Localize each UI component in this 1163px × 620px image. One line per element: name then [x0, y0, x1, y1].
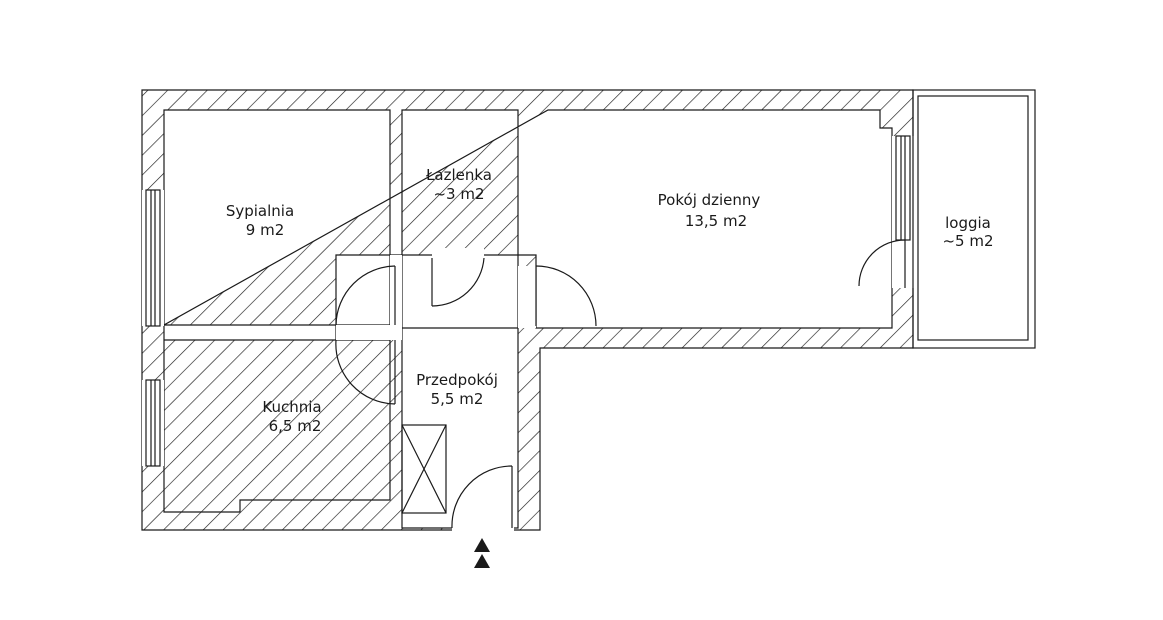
- room-area-lazienka: ~3 m2: [433, 185, 484, 203]
- room-area-loggia: ~5 m2: [942, 232, 993, 250]
- room-area-kuchnia: 6,5 m2: [269, 417, 322, 435]
- loggia-outline: [912, 89, 1036, 349]
- room-name-lazienka: Łazlenka: [425, 166, 492, 184]
- openings: [142, 136, 914, 532]
- room-name-przedpokoj: Przedpokój: [416, 371, 498, 389]
- double-triangle-entrance-arrow-icon: [474, 538, 490, 568]
- room-name-sypialnia: Sypialnia: [226, 202, 294, 220]
- ventilation-shaft: [401, 424, 447, 514]
- windows: [145, 135, 911, 467]
- room-name-loggia: loggia: [945, 214, 991, 232]
- room-area-sypialnia: 9 m2: [246, 221, 284, 239]
- room-name-pokoj-dzienny: Pokój dzienny: [658, 191, 761, 209]
- room-name-kuchnia: Kuchnia: [262, 398, 321, 416]
- room-area-pokoj-dzienny: 13,5 m2: [685, 212, 747, 230]
- doors: [335, 239, 906, 529]
- room-area-przedpokoj: 5,5 m2: [431, 390, 484, 408]
